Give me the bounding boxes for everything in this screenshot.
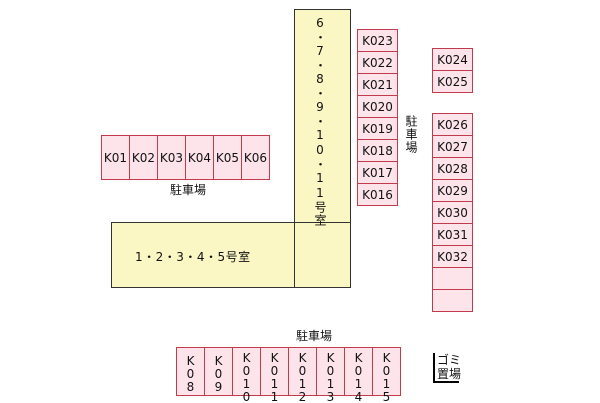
parking-slot-label: K09 (211, 353, 226, 393)
parking-label-center: 駐車場 (404, 115, 418, 154)
building-lower-label: 1・2・3・4・5号室 (135, 250, 251, 264)
parking-slot-label: K04 (187, 150, 212, 165)
parking-slot: K023 (357, 29, 398, 52)
parking-slot: K015 (372, 347, 401, 403)
parking-slot: K016 (357, 183, 398, 206)
parking-slot-label: K028 (437, 161, 468, 176)
parking-slot: K011 (260, 347, 289, 403)
parking-slot: K027 (432, 135, 473, 158)
parking-slot (432, 267, 473, 290)
parking-slot-label: K017 (362, 165, 393, 180)
parking-slot: K018 (357, 139, 398, 162)
parking-slot-label: K026 (437, 117, 468, 132)
parking-slot-label: K031 (437, 227, 468, 242)
parking-slot-label: K01 (103, 150, 128, 165)
parking-slot-label: K012 (295, 351, 310, 403)
parking-slot: K029 (432, 179, 473, 202)
parking-slot: K028 (432, 157, 473, 180)
parking-slot-label: K05 (215, 150, 240, 165)
parking-slot-label: K010 (239, 351, 254, 403)
parking-slot: K010 (232, 347, 261, 403)
parking-slot: K026 (432, 113, 473, 136)
parking-slot-label: K016 (362, 187, 393, 202)
parking-slot: K05 (213, 135, 242, 180)
parking-slot: K024 (432, 48, 473, 71)
garbage-label-line1: ゴミ (437, 353, 462, 367)
parking-slot-label: K029 (437, 183, 468, 198)
parking-slot-label: K03 (159, 150, 184, 165)
building-lower (111, 222, 351, 288)
parking-slot-label: K032 (437, 249, 468, 264)
parking-slot: K013 (316, 347, 345, 403)
parking-slot-label: K02 (131, 150, 156, 165)
parking-slot: K08 (176, 347, 205, 396)
parking-slot-label: K018 (362, 143, 393, 158)
building-upper-label: 6・7・8・9・10・11号室 (313, 16, 327, 227)
parking-slot (432, 289, 473, 312)
parking-label-south: 駐車場 (296, 329, 333, 343)
parking-slot: K021 (357, 73, 398, 96)
parking-slot: K022 (357, 51, 398, 74)
parking-slot-label: K015 (379, 351, 394, 403)
parking-slot-label: K027 (437, 139, 468, 154)
parking-slot-label: K013 (323, 351, 338, 403)
parking-label-west: 駐車場 (170, 183, 207, 197)
parking-slot: K01 (101, 135, 130, 180)
parking-slot-label: K024 (437, 52, 468, 67)
parking-slot-label: K020 (362, 99, 393, 114)
garbage-label-line2: 置場 (437, 367, 462, 381)
parking-slot: K04 (185, 135, 214, 180)
parking-slot: K030 (432, 201, 473, 224)
parking-slot-label: K011 (267, 351, 282, 403)
parking-slot-label: K021 (362, 77, 393, 92)
parking-slot: K06 (241, 135, 270, 180)
garbage-area: ゴミ 置場 (433, 353, 462, 383)
parking-slot-label: K025 (437, 74, 468, 89)
parking-slot: K017 (357, 161, 398, 184)
parking-slot: K012 (288, 347, 317, 403)
parking-slot-label: K022 (362, 55, 393, 70)
parking-slot: K03 (157, 135, 186, 180)
parking-slot: K02 (129, 135, 158, 180)
parking-slot: K031 (432, 223, 473, 246)
parking-slot: K019 (357, 117, 398, 140)
parking-slot-label: K08 (183, 353, 198, 393)
parking-slot-label: K023 (362, 33, 393, 48)
parking-slot: K032 (432, 245, 473, 268)
parking-slot-label: K019 (362, 121, 393, 136)
parking-slot: K014 (344, 347, 373, 403)
parking-slot-label: K06 (243, 150, 268, 165)
parking-slot-label: K030 (437, 205, 468, 220)
parking-slot: K09 (204, 347, 233, 396)
building-joint-line (294, 222, 295, 288)
parking-slot-label: K014 (351, 351, 366, 403)
parking-slot: K020 (357, 95, 398, 118)
parking-slot: K025 (432, 70, 473, 93)
